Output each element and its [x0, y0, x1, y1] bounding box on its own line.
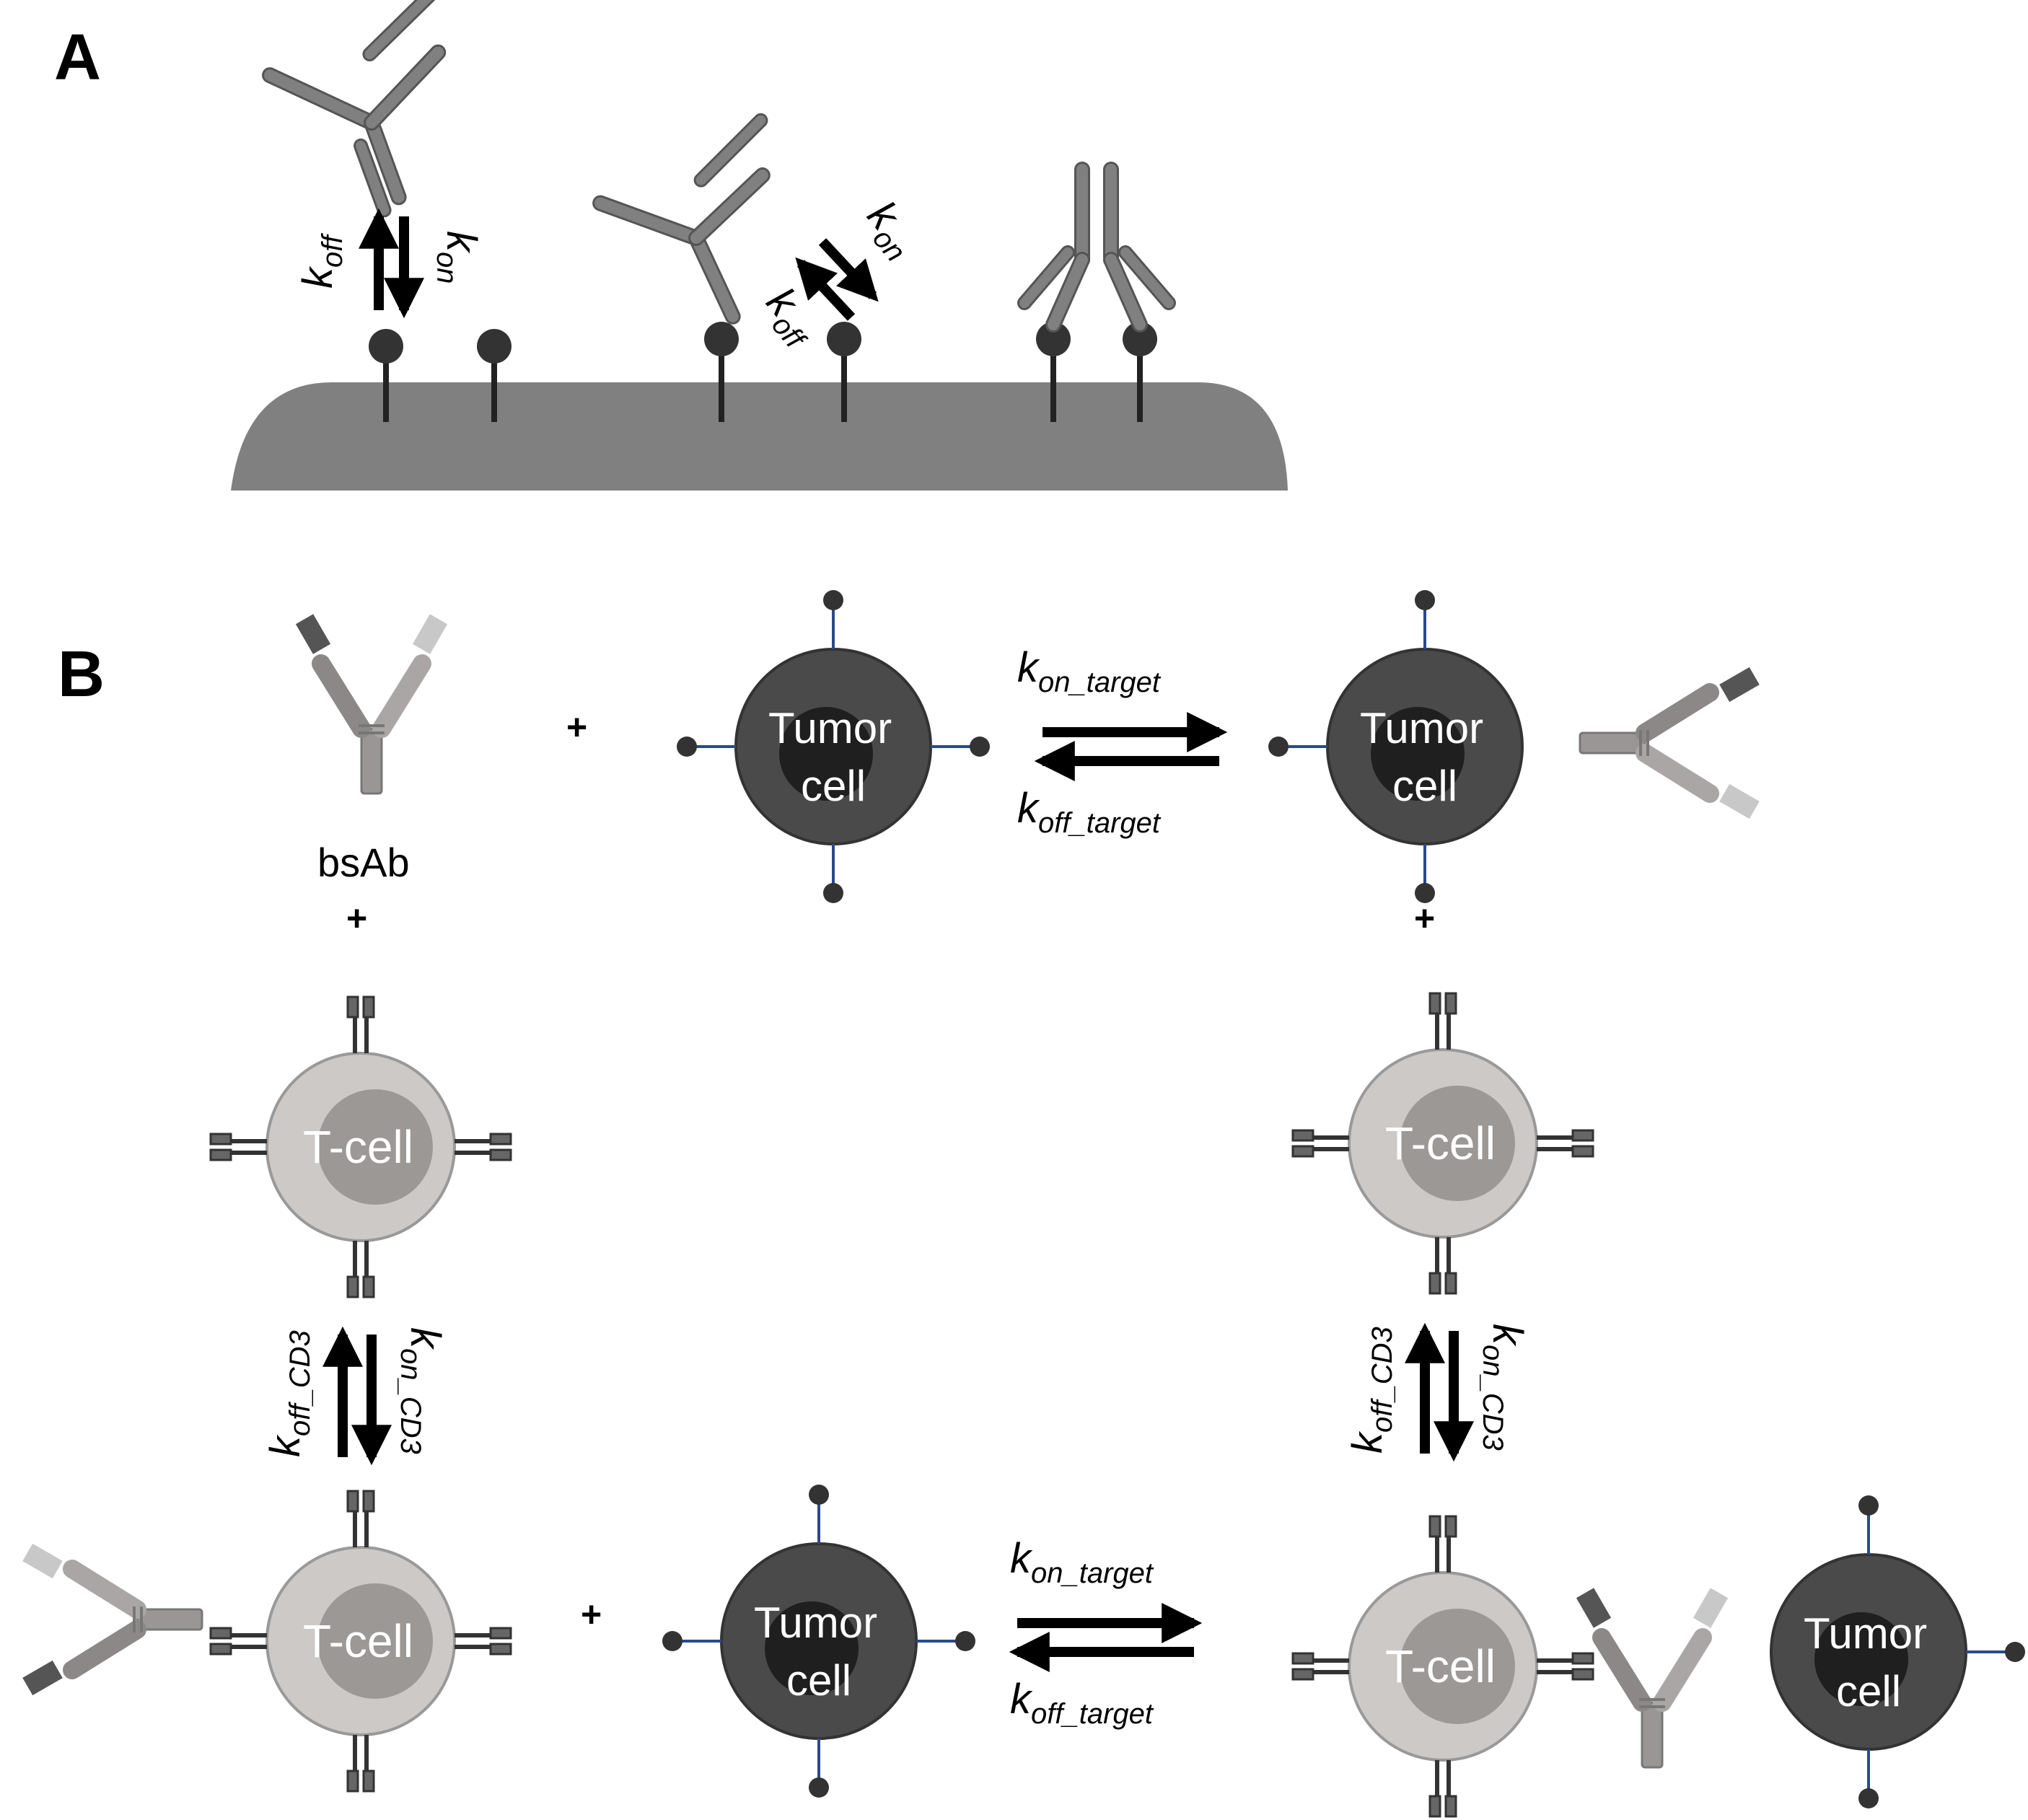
tumor-cell-1: Tumor cell — [675, 589, 991, 905]
tcell-1: T-cell — [211, 997, 511, 1297]
bivalent-antibody — [1017, 162, 1176, 333]
tumor-cell-2-line1: Tumor — [1360, 704, 1483, 752]
tcell-1-label: T-cell — [303, 1121, 413, 1173]
plus-1: + — [566, 707, 587, 747]
tumor-cell-4-line2: cell — [1836, 1667, 1901, 1715]
bsab-bound-tumor — [1580, 667, 1760, 819]
koff-target-label-top: koff_target — [1017, 785, 1162, 839]
tumor-cell-3-line1: Tumor — [754, 1599, 877, 1647]
plus-3: + — [1414, 898, 1435, 938]
koff-arrow-diagonal — [795, 257, 856, 321]
tumor-cell-4-line1: Tumor — [1804, 1609, 1927, 1658]
koff-label-a1: koff — [294, 233, 348, 289]
kon-target-label-top: kon_target — [1017, 644, 1162, 698]
tcell-4: T-cell — [1293, 1516, 1593, 1816]
panel-a-label: A — [54, 22, 101, 94]
bsab-bridging — [1576, 1588, 1728, 1767]
monovalent-antibody — [592, 113, 771, 325]
tumor-cell-1-line1: Tumor — [768, 704, 892, 752]
membrane-receptors — [369, 322, 1157, 422]
kon-cd3-label-left: kon_CD3 — [395, 1327, 449, 1454]
tumor-cell-2-line2: cell — [1392, 762, 1457, 810]
kon-arrow-diagonal — [818, 238, 879, 302]
kon-target-label-bottom: kon_target — [1010, 1535, 1154, 1589]
tcell-3-label: T-cell — [303, 1615, 413, 1667]
tcell-2: T-cell — [1293, 993, 1593, 1293]
tumor-cell-1-line2: cell — [801, 762, 866, 810]
koff-cd3-label-right: koff_CD3 — [1344, 1327, 1398, 1454]
bsab-bound-tcell — [22, 1544, 202, 1695]
free-antibody — [262, 0, 447, 218]
tumor-cell-3: Tumor cell — [661, 1483, 977, 1799]
tcell-3: T-cell — [211, 1491, 511, 1791]
kon-label-a1: kon — [431, 231, 485, 284]
tumor-cell-4: Tumor cell — [1770, 1494, 2027, 1810]
bsab-free — [296, 614, 447, 793]
koff-label-a2: koff — [752, 279, 829, 356]
cell-membrane — [231, 382, 1288, 491]
panel-b-label: B — [58, 638, 105, 711]
koff-target-label-bottom: koff_target — [1010, 1676, 1154, 1730]
plus-2: + — [346, 898, 367, 938]
koff-cd3-label-left: koff_CD3 — [262, 1330, 316, 1457]
tumor-cell-2: Tumor cell — [1267, 589, 1524, 905]
kon-label-a2: kon — [853, 193, 929, 268]
tcell-4-label: T-cell — [1385, 1640, 1496, 1692]
kon-cd3-label-right: kon_CD3 — [1477, 1324, 1531, 1451]
tumor-cell-3-line2: cell — [786, 1656, 851, 1705]
bsab-label: bsAb — [317, 840, 410, 885]
tcell-2-label: T-cell — [1385, 1117, 1496, 1169]
plus-4: + — [581, 1594, 602, 1635]
